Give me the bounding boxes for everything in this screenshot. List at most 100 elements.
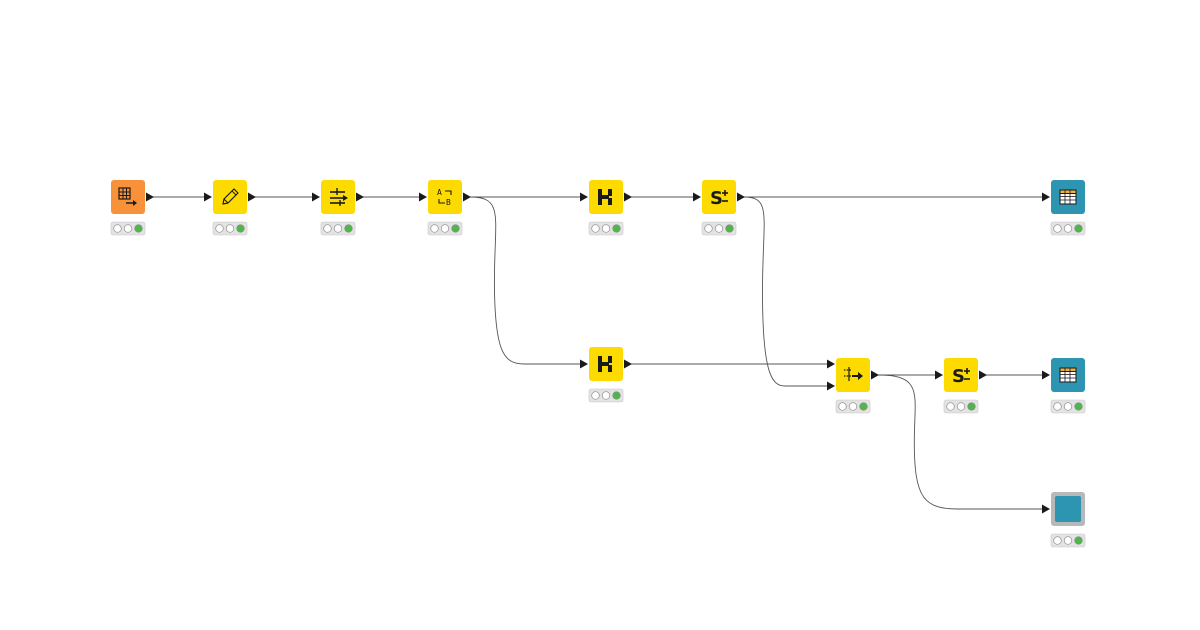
connection-n4-n8[interactable] <box>469 196 581 365</box>
node-body <box>702 180 736 214</box>
status-light-off <box>1053 402 1062 411</box>
connection-n9-n12[interactable] <box>877 374 1043 510</box>
input-port[interactable] <box>1042 370 1050 380</box>
node-status-indicator <box>835 399 871 414</box>
node-body <box>944 358 978 392</box>
svg-text:B: B <box>446 198 451 207</box>
node-n12[interactable] <box>1042 492 1086 548</box>
output-port[interactable] <box>871 370 879 380</box>
node-status-indicator <box>1050 533 1086 548</box>
status-light-green <box>1074 536 1083 545</box>
column-filter-icon <box>330 188 348 206</box>
output-port[interactable] <box>356 192 364 202</box>
status-light-off <box>225 224 235 233</box>
node-n10[interactable]: S <box>935 358 987 414</box>
table-reader-icon <box>118 187 137 206</box>
input-port[interactable] <box>693 192 701 202</box>
status-light-off <box>946 402 955 411</box>
connections-layer <box>153 196 1043 510</box>
row-splitter-icon <box>598 356 612 372</box>
nodes-layer: AB S S <box>110 180 1086 548</box>
status-light-green <box>967 402 976 411</box>
input-port[interactable] <box>312 192 320 202</box>
output-port[interactable] <box>979 370 987 380</box>
status-light-green <box>451 224 460 233</box>
node-body <box>213 180 247 214</box>
status-light-off <box>333 224 343 233</box>
status-light-off <box>1063 536 1073 545</box>
node-n7[interactable] <box>1042 180 1086 236</box>
output-port[interactable] <box>737 192 745 202</box>
string-manipulation-icon: S <box>710 188 728 209</box>
column-appender-icon <box>844 367 863 381</box>
status-light-off <box>591 391 600 400</box>
input-port[interactable] <box>827 359 835 369</box>
node-body <box>111 180 145 214</box>
status-light-off <box>704 224 713 233</box>
connection-n6-n9[interactable] <box>743 196 828 387</box>
node-n3[interactable] <box>312 180 364 236</box>
node-n5[interactable] <box>580 180 632 236</box>
node-n4[interactable]: AB <box>419 180 471 236</box>
input-port[interactable] <box>204 192 212 202</box>
svg-text:S: S <box>710 188 723 209</box>
node-body <box>321 180 355 214</box>
output-port[interactable] <box>624 359 632 369</box>
string-manipulation-icon: S <box>952 366 970 387</box>
input-port[interactable] <box>827 381 835 391</box>
status-light-off <box>1063 402 1073 411</box>
node-n1[interactable] <box>110 180 154 236</box>
status-light-off <box>956 402 966 411</box>
status-light-green <box>1074 402 1083 411</box>
status-light-green <box>1074 224 1083 233</box>
output-port[interactable] <box>624 192 632 202</box>
output-port[interactable] <box>463 192 471 202</box>
input-port[interactable] <box>1042 192 1050 202</box>
node-status-indicator <box>110 221 146 236</box>
node-status-indicator <box>1050 221 1086 236</box>
status-light-off <box>440 224 450 233</box>
status-light-off <box>591 224 600 233</box>
svg-text:S: S <box>952 366 965 387</box>
node-n8[interactable] <box>580 347 632 403</box>
status-light-green <box>612 224 621 233</box>
node-status-indicator <box>588 388 624 403</box>
status-light-off <box>113 224 122 233</box>
status-light-green <box>344 224 353 233</box>
status-light-off <box>714 224 724 233</box>
node-body <box>428 180 462 214</box>
status-light-off <box>601 224 611 233</box>
output-port[interactable] <box>248 192 256 202</box>
input-port[interactable] <box>419 192 427 202</box>
node-n11[interactable] <box>1042 358 1086 414</box>
node-status-indicator <box>320 221 356 236</box>
status-light-green <box>859 402 868 411</box>
node-status-indicator <box>943 399 979 414</box>
row-splitter-icon <box>598 189 612 205</box>
node-n6[interactable]: S <box>693 180 745 236</box>
status-light-off <box>601 391 611 400</box>
svg-text:A: A <box>437 188 442 197</box>
input-port[interactable] <box>580 192 588 202</box>
node-status-indicator <box>701 221 737 236</box>
input-port[interactable] <box>935 370 943 380</box>
output-port[interactable] <box>146 192 154 202</box>
input-port[interactable] <box>1042 504 1050 514</box>
node-n9[interactable] <box>827 358 879 414</box>
pencil-icon <box>222 188 239 205</box>
table-view-icon <box>1059 189 1077 205</box>
status-light-off <box>838 402 847 411</box>
node-n2[interactable] <box>204 180 256 236</box>
status-light-off <box>1053 224 1062 233</box>
status-light-green <box>134 224 143 233</box>
input-port[interactable] <box>580 359 588 369</box>
node-status-indicator <box>427 221 463 236</box>
node-status-indicator <box>588 221 624 236</box>
node-status-indicator <box>1050 399 1086 414</box>
node-status-indicator <box>212 221 248 236</box>
status-light-green <box>236 224 245 233</box>
node-body <box>1055 496 1081 522</box>
status-light-off <box>848 402 858 411</box>
table-view-icon <box>1059 367 1077 383</box>
